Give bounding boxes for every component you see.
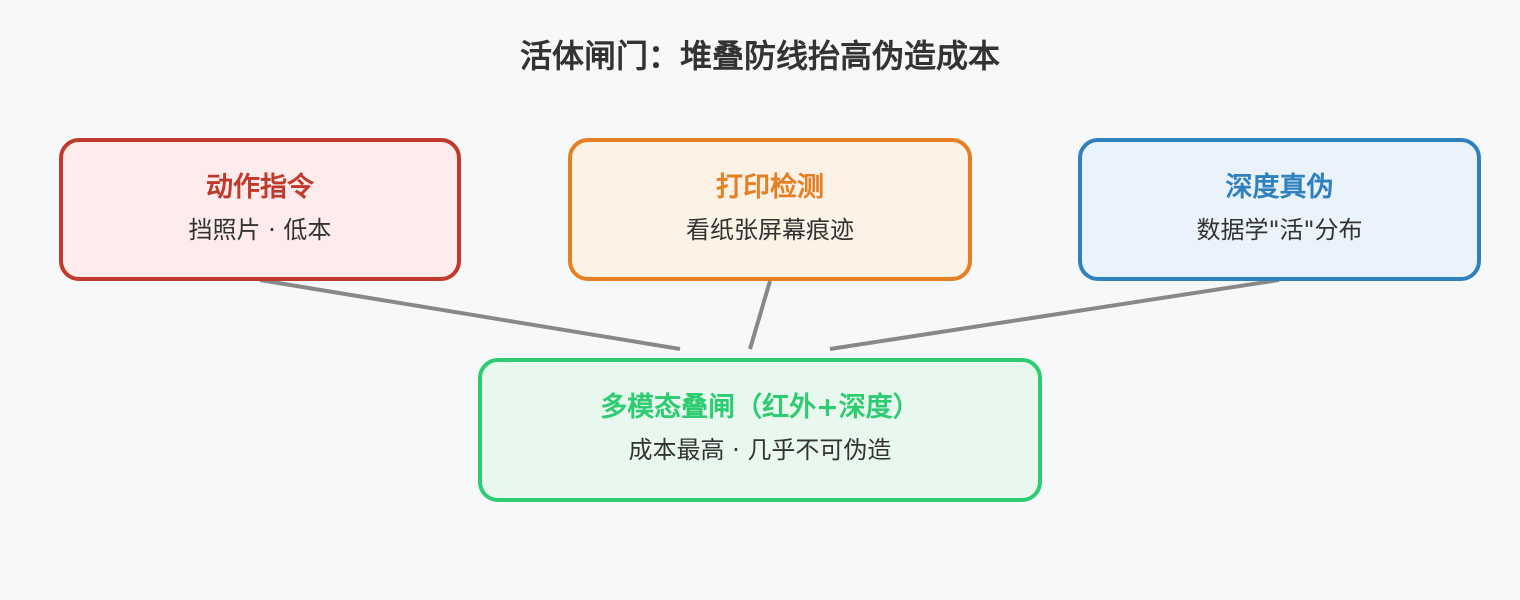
node-depth-authenticity: 深度真伪 数据学"活"分布 <box>1078 138 1481 281</box>
node-print-subtitle: 看纸张屏幕痕迹 <box>686 216 854 244</box>
node-depth-subtitle: 数据学"活"分布 <box>1196 216 1363 244</box>
connector-print-to-multimodal <box>748 280 772 350</box>
node-depth-title: 深度真伪 <box>1225 172 1334 203</box>
node-multimodal-gate: 多模态叠闸（红外+深度） 成本最高 · 几乎不可伪造 <box>478 358 1042 502</box>
connector-action-to-multimodal <box>259 278 681 351</box>
connector-depth-to-multimodal <box>829 278 1280 351</box>
diagram-title: 活体闸门：堆叠防线抬高伪造成本 <box>519 37 1000 75</box>
node-multimodal-subtitle: 成本最高 · 几乎不可伪造 <box>628 436 892 464</box>
node-print-detection: 打印检测 看纸张屏幕痕迹 <box>568 138 972 281</box>
node-action-command: 动作指令 挡照片 · 低本 <box>59 138 461 281</box>
node-action-title: 动作指令 <box>206 172 314 203</box>
node-print-title: 打印检测 <box>716 172 824 203</box>
node-action-subtitle: 挡照片 · 低本 <box>188 216 332 244</box>
node-multimodal-title: 多模态叠闸（红外+深度） <box>600 392 920 423</box>
